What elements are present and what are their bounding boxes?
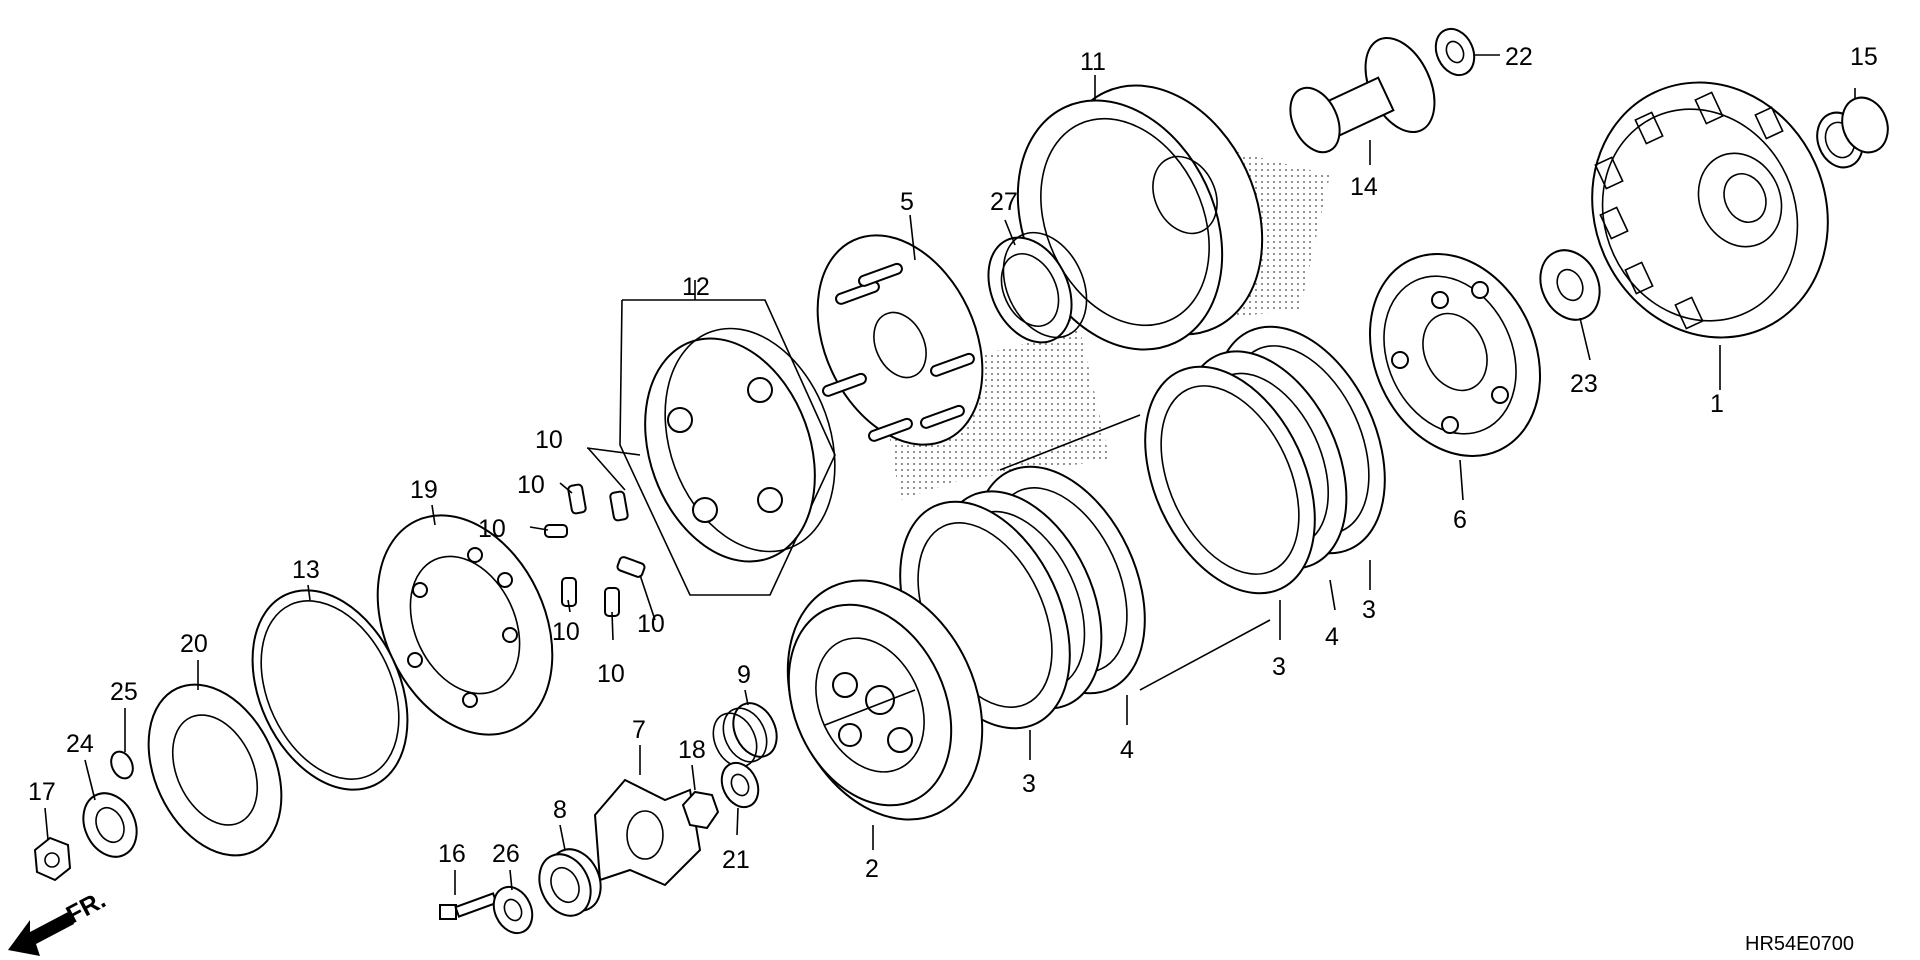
part-1-clutch-outer[interactable] (1551, 44, 1869, 377)
part-25-nut[interactable] (107, 748, 137, 782)
part-20-plate[interactable] (123, 663, 308, 877)
callout-3-right: 3 (1272, 653, 1286, 681)
callout-labels: 1 15 23 6 22 14 11 27 5 12 3 4 3 4 3 2 9… (28, 43, 1878, 883)
callout-5: 5 (900, 188, 914, 216)
part-18-nut[interactable] (681, 790, 720, 830)
part-12-weight-assembly[interactable] (615, 299, 864, 596)
part-9-spring[interactable] (705, 696, 785, 774)
part-14-gear-shaft[interactable] (1281, 27, 1449, 160)
callout-1: 1 (1710, 390, 1724, 418)
callout-10-lower-right: 10 (637, 610, 665, 638)
callout-4-right: 4 (1325, 623, 1339, 651)
part-13-ring[interactable] (222, 565, 438, 814)
callout-26: 26 (492, 840, 520, 868)
part-26-bearing[interactable] (487, 881, 540, 940)
callout-6: 6 (1453, 506, 1467, 534)
part-10-springs[interactable] (544, 483, 646, 617)
part-5-drive-plate[interactable] (786, 209, 1015, 472)
callout-20: 20 (180, 630, 208, 658)
callout-10-upper: 10 (517, 471, 545, 499)
spring-f[interactable] (604, 587, 620, 617)
part-24-washer[interactable] (73, 785, 146, 866)
callout-7: 7 (632, 716, 646, 744)
callout-2: 2 (865, 855, 879, 883)
spring-e[interactable] (616, 556, 646, 578)
callout-11: 11 (1080, 48, 1106, 76)
callout-3-right-top: 3 (1362, 596, 1376, 624)
part-27-one-way-clutch[interactable] (972, 219, 1102, 356)
callout-10-middle: 10 (478, 515, 506, 543)
front-direction-arrow: FR. (8, 886, 110, 956)
callout-18: 18 (678, 736, 706, 764)
callout-3-left: 3 (1022, 770, 1036, 798)
part-7-bracket[interactable] (593, 778, 702, 887)
leader-lines (44, 54, 1856, 895)
callout-24: 24 (66, 730, 94, 758)
callout-14: 14 (1350, 173, 1378, 201)
part-6-pressure-plate[interactable] (1338, 226, 1572, 484)
callout-21: 21 (722, 846, 750, 874)
clutch-disc-stack-right[interactable] (1111, 300, 1418, 621)
callout-16: 16 (438, 840, 466, 868)
callout-15: 15 (1850, 43, 1878, 71)
callout-25: 25 (110, 678, 138, 706)
callout-10-bottom: 10 (597, 660, 625, 688)
callout-22: 22 (1505, 43, 1533, 71)
stack-guide-lines (999, 414, 1271, 691)
callout-19: 19 (410, 476, 438, 504)
callout-17: 17 (28, 778, 56, 806)
spring-c[interactable] (544, 524, 568, 538)
spring-a[interactable] (567, 483, 587, 515)
callout-8: 8 (553, 796, 567, 824)
callout-23: 23 (1570, 370, 1598, 398)
part-21-washer[interactable] (715, 757, 765, 813)
diagram-code: HR54E0700 (1745, 933, 1854, 955)
part-8-bearing[interactable] (530, 841, 611, 924)
callout-9: 9 (737, 661, 751, 689)
callout-27: 27 (990, 188, 1018, 216)
part-16-bolt[interactable] (439, 892, 498, 920)
part-22-washer[interactable] (1429, 23, 1482, 82)
spring-b[interactable] (609, 490, 629, 522)
callout-13: 13 (292, 556, 320, 584)
callout-4-left: 4 (1120, 736, 1134, 764)
callout-10-top: 10 (535, 426, 563, 454)
part-17-nut[interactable] (33, 836, 72, 882)
part-2-clutch-center[interactable] (751, 549, 1020, 852)
part-15-bushing[interactable] (1810, 91, 1895, 174)
callout-12: 12 (682, 273, 710, 301)
callout-10-lower-left: 10 (552, 618, 580, 646)
part-23-washer[interactable] (1529, 241, 1610, 330)
